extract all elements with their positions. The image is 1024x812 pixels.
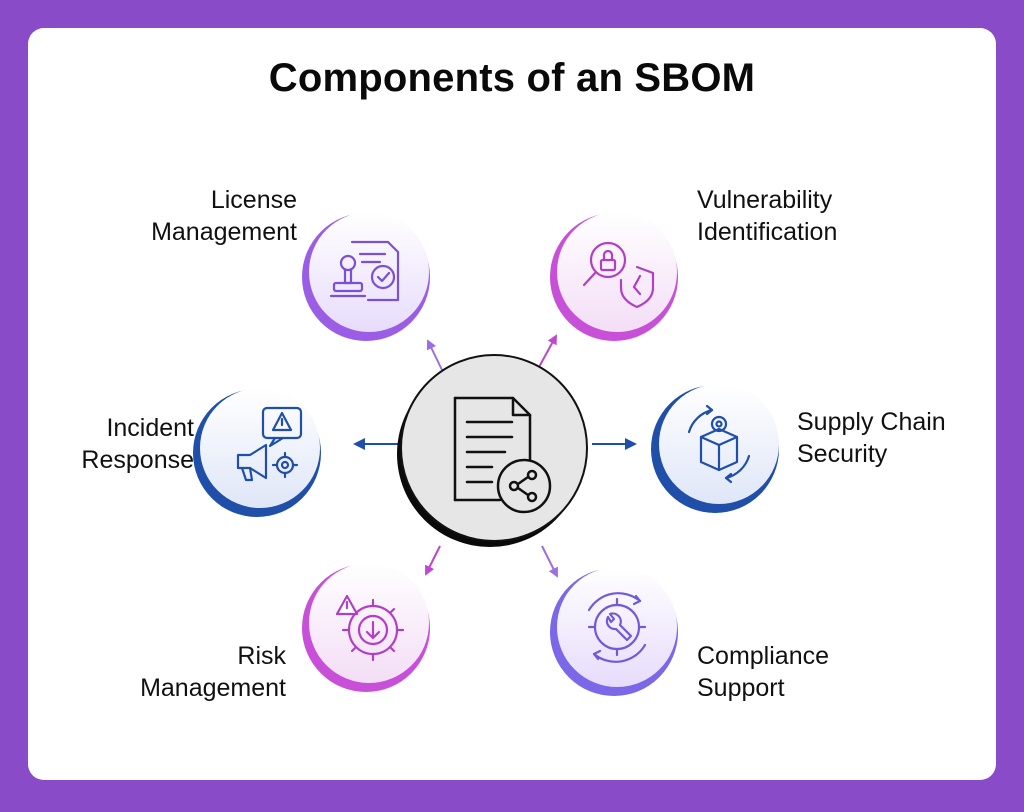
box-gear-cycle-icon bbox=[687, 404, 751, 484]
gear-wrench-cycle-icon bbox=[587, 592, 647, 663]
center-node bbox=[397, 354, 588, 547]
arrow-compliance bbox=[541, 545, 558, 578]
arrow-license bbox=[426, 339, 444, 373]
compliance-node bbox=[550, 567, 678, 696]
supply-label: Supply Chain Security bbox=[797, 408, 946, 468]
incident-label: Incident Response bbox=[81, 414, 194, 474]
compliance-label: Compliance Support bbox=[697, 642, 830, 702]
stamp-document-icon bbox=[329, 240, 400, 302]
supply-node bbox=[651, 384, 779, 513]
risk-node bbox=[302, 563, 430, 692]
document-share-icon bbox=[453, 396, 552, 514]
license-label: License Management bbox=[151, 186, 297, 246]
arrow-risk bbox=[425, 545, 441, 576]
vulnerability-node bbox=[550, 212, 678, 341]
page-title: Components of an SBOM bbox=[268, 56, 756, 100]
magnifier-lock-shield-icon bbox=[582, 241, 655, 309]
incident-node bbox=[193, 388, 321, 517]
risk-label: Risk Management bbox=[140, 642, 286, 702]
connector-arrows bbox=[353, 334, 637, 578]
megaphone-alert-gear-icon bbox=[236, 406, 303, 482]
license-node bbox=[302, 212, 430, 341]
vulnerability-label: Vulnerability Identification bbox=[697, 186, 838, 246]
gear-warning-download-icon bbox=[335, 594, 405, 662]
arrow-vulnerability bbox=[538, 334, 557, 368]
